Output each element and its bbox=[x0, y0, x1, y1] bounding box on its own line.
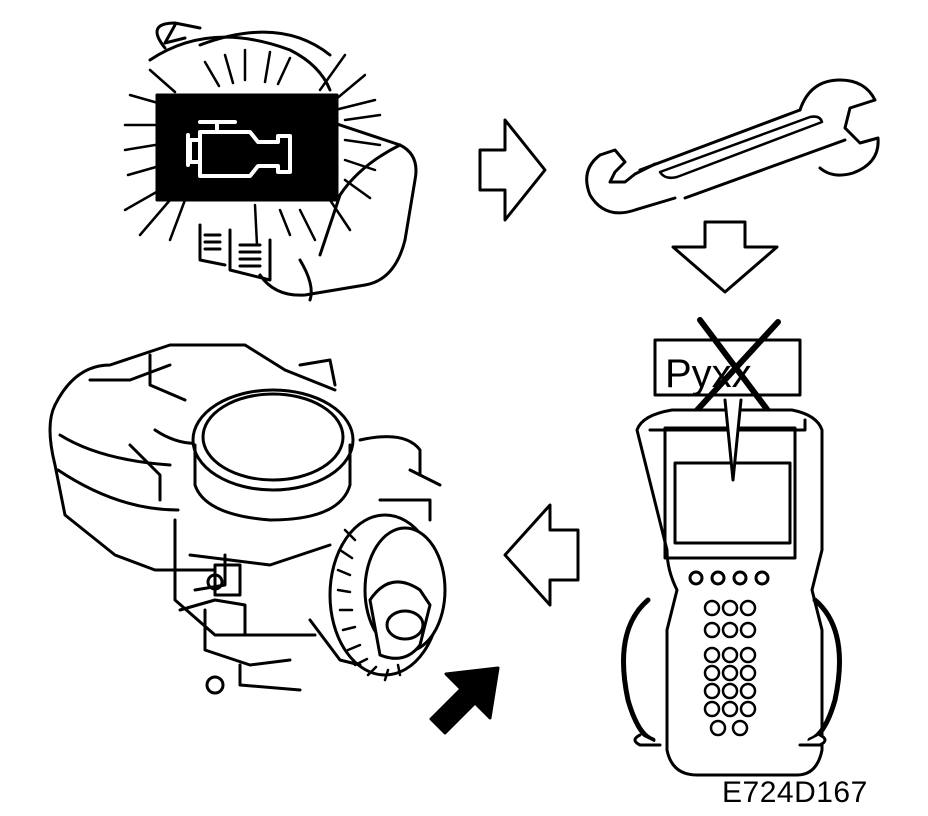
scan-tool-icon: Pyxx bbox=[621, 317, 842, 777]
arrow-down-icon bbox=[671, 220, 779, 294]
wrench-icon bbox=[585, 78, 880, 215]
figure-id-label: E724D167 bbox=[722, 776, 868, 809]
check-engine-light-icon bbox=[123, 21, 418, 302]
arrow-right-icon bbox=[478, 118, 547, 222]
throttle-body-icon bbox=[48, 343, 447, 695]
pointer-arrow-icon bbox=[429, 666, 500, 735]
arrow-left-icon bbox=[503, 503, 580, 607]
